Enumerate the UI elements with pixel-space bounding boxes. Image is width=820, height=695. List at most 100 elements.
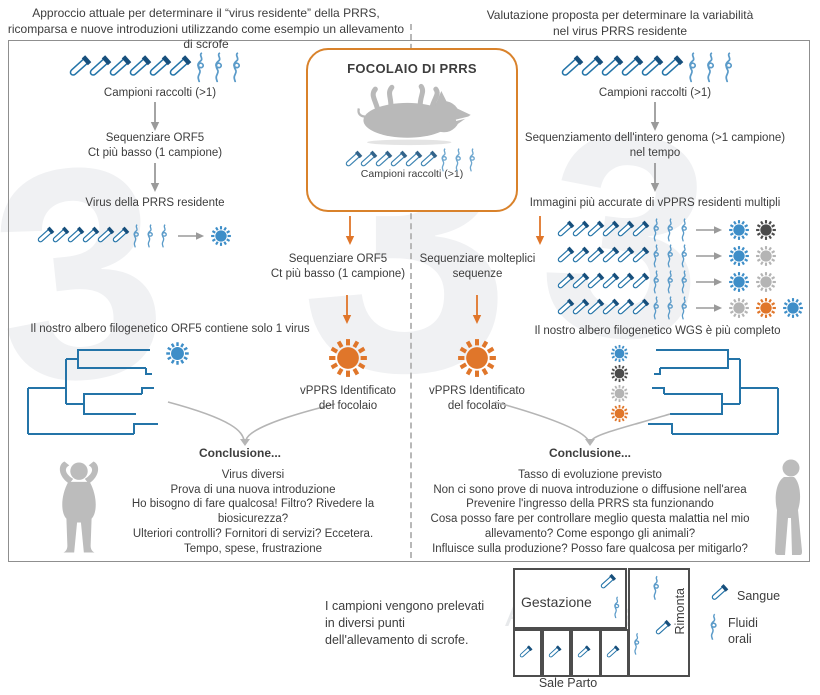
oral-fluid-icon (439, 148, 450, 172)
gestation-label: Gestazione (521, 594, 592, 610)
farrowing-room-box (600, 629, 629, 677)
farrowing-rooms-label: Sale Parto (538, 676, 598, 690)
oral-fluid-icon (159, 224, 170, 248)
oral-fluid-icon (230, 52, 244, 83)
oral-fluid-icon (194, 52, 208, 83)
oral-fluid-icon (612, 596, 622, 619)
conclusion-merge-arrows (494, 401, 671, 446)
samples-collected-label: Campioni raccolti (>1) (598, 87, 712, 99)
test-tube-icon (650, 617, 674, 640)
arrow-down-icon (149, 102, 161, 132)
sample-row (308, 148, 516, 172)
main-frame (8, 40, 810, 562)
oral-fluid-icon (665, 244, 676, 268)
oral-fluid-icon (704, 52, 718, 83)
oral-fluid-icon (679, 270, 690, 294)
conclusion-title: Conclusione... (198, 446, 281, 460)
virus-icon (728, 297, 750, 319)
arrow-down-icon (344, 213, 356, 249)
conclusion-merge-arrows (167, 401, 336, 446)
arrow-down-icon (534, 213, 546, 249)
oral-fluid-icon (679, 244, 690, 268)
test-tube-icon (595, 571, 619, 594)
virus-icon (728, 271, 750, 293)
legend-oral-fluids-label: Fluidi orali (728, 616, 758, 647)
accurate-images-label: Immagini più accurate di vPPRS residenti… (529, 197, 781, 209)
oral-fluid-icon (686, 52, 700, 83)
oral-fluid-icon (145, 224, 156, 248)
samples-collected-label: Campioni raccolti (>1) (103, 87, 217, 99)
outbreak-box-title: FOCOLAIO DI PRRS (347, 61, 477, 76)
test-tube-icon (706, 581, 732, 606)
oral-fluid-icon (131, 224, 142, 248)
virus-icon (782, 297, 804, 319)
sample-row (562, 52, 736, 83)
samples-collected-label: Campioni raccolti (>1) (360, 168, 464, 180)
oral-fluid-icon (467, 148, 478, 172)
resident-virus-label: Virus della PRRS residente (85, 197, 225, 209)
wgs-tree-caption: Il nostro albero filogenetico WGS è più … (534, 325, 781, 337)
oral-fluid-icon (722, 52, 736, 83)
virus-icon (755, 245, 777, 267)
prrs-outbreak-box: FOCOLAIO DI PRRS Campioni raccolti (>1) (306, 48, 518, 212)
oral-fluid-icon (679, 218, 690, 242)
outbreak-virus-label: vPPRS Identificato del focolaio (300, 385, 396, 412)
virus-icon (327, 337, 369, 379)
virus-icon (610, 344, 629, 363)
orf5-tree-caption: Il nostro albero filogenetico ORF5 conti… (30, 323, 310, 335)
test-tube-icon (515, 642, 536, 662)
result-row (558, 218, 777, 242)
conclusion-body: Virus diversi Prova di una nuova introdu… (131, 469, 375, 555)
virus-icon (728, 245, 750, 267)
conclusion-body: Tasso di evoluzione previsto Non ci sono… (430, 469, 750, 555)
result-row (558, 270, 777, 294)
whole-genome-step: Sequenziamento dell'intero genoma (>1 ca… (524, 132, 786, 159)
oral-fluid-icon (679, 296, 690, 320)
sampling-points-note: I campioni vengono prelevati in diversi … (325, 599, 485, 647)
farrowing-room-box (513, 629, 542, 677)
virus-icon (165, 341, 190, 366)
virus-icon (728, 219, 750, 241)
oral-fluid-icon (453, 148, 464, 172)
column-divider (410, 24, 412, 558)
oral-fluid-icon (665, 296, 676, 320)
arrow-down-icon (649, 102, 661, 132)
arrow-right-icon (696, 224, 723, 236)
virus-icon (210, 225, 232, 247)
oral-fluid-icon (651, 218, 662, 242)
sequence-orf5-step: Sequenziare ORF5 Ct più basso (1 campion… (270, 253, 406, 280)
gilt-replacement-label: Rimonta (673, 588, 687, 635)
arrow-down-icon (149, 163, 161, 193)
gestation-room-box: Gestazione (513, 568, 627, 629)
test-tube-icon (544, 642, 565, 662)
legend-blood-label: Sangue (737, 589, 781, 603)
sequence-orf5-step: Sequenziare ORF5 Ct più basso (1 campion… (87, 132, 223, 159)
person-frustrated-icon (48, 458, 110, 556)
oral-fluid-icon (651, 244, 662, 268)
oral-fluid-icon (212, 52, 226, 83)
oral-fluid-icon (651, 270, 662, 294)
arrow-down-icon (471, 288, 483, 332)
oral-fluid-icon (651, 296, 662, 320)
pig-icon (348, 80, 476, 146)
arrow-down-icon (341, 288, 353, 332)
sample-row (38, 224, 232, 248)
arrow-right-icon (178, 230, 205, 242)
left-approach-title: Approccio attuale per determinare il “vi… (7, 6, 405, 52)
farrowing-room-box (571, 629, 601, 677)
test-tube-icon (573, 642, 594, 662)
virus-icon (755, 271, 777, 293)
virus-icon (755, 297, 777, 319)
oral-fluid-icon (665, 218, 676, 242)
virus-icon (610, 364, 629, 383)
arrow-right-icon (696, 276, 723, 288)
arrow-right-icon (696, 250, 723, 262)
arrow-right-icon (696, 302, 723, 314)
virus-icon (755, 219, 777, 241)
result-row (558, 296, 804, 320)
gilt-replacement-box: Rimonta (628, 568, 690, 677)
sequence-multiple-step: Sequenziare molteplici sequenze (419, 253, 536, 280)
oral-fluid-icon (651, 575, 662, 601)
oral-fluid-icon (632, 632, 642, 656)
